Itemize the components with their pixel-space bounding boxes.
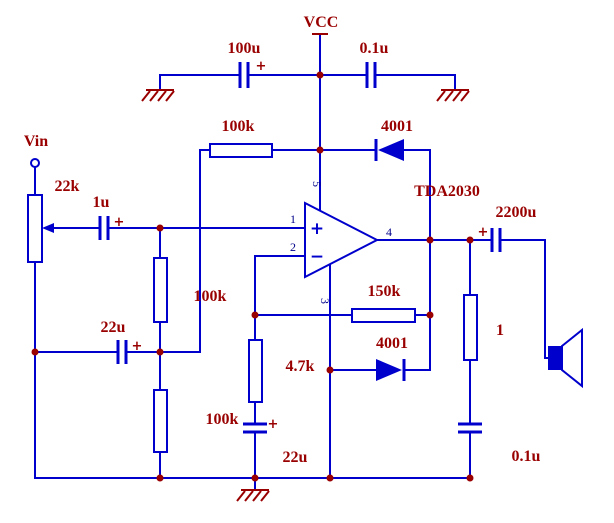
wire-network <box>34 33 549 491</box>
label-4001-top: 4001 <box>381 118 413 135</box>
opamp-minus-sign: − <box>310 247 324 267</box>
polarity-plus-2200u: + <box>478 225 489 240</box>
ic-label: TDA2030 <box>414 183 480 200</box>
capacitor-0.1u-zobel <box>458 422 482 434</box>
label-0.1u-top: 0.1u <box>360 40 389 57</box>
polarity-plus-22u-left: + <box>132 339 143 354</box>
resistor-100k-top <box>209 143 273 158</box>
label-0.1u-zobel: 0.1u <box>512 448 541 465</box>
label-4.7k: 4.7k <box>286 358 315 375</box>
junction-dots <box>31 71 474 482</box>
capacitor-100u <box>238 62 250 88</box>
resistor-100k-mid <box>153 257 168 323</box>
label-1ohm: 1 <box>496 322 504 339</box>
potentiometer-22k <box>27 194 54 263</box>
vin-terminal <box>30 158 40 168</box>
opamp-plus-sign: + <box>310 219 324 239</box>
label-22k: 22k <box>55 178 80 195</box>
resistor-1ohm <box>463 294 478 361</box>
pin-1-label: 1 <box>290 212 296 226</box>
capacitor-1u <box>98 216 110 240</box>
vin-label: Vin <box>24 133 48 150</box>
resistor-150k <box>351 308 416 323</box>
capacitor-22u-left <box>116 340 128 364</box>
pin-4-label: 4 <box>386 225 392 239</box>
polarity-plus-100u: + <box>256 59 267 74</box>
polarity-plus-22u-bottom: + <box>268 417 279 432</box>
pin-5-label: 5 <box>310 181 324 187</box>
speaker-icon <box>548 327 583 389</box>
ground-icon <box>436 89 470 102</box>
pin-2-label: 2 <box>290 240 296 254</box>
label-100k-mid: 100k <box>194 288 227 305</box>
ground-icon <box>141 89 175 102</box>
opamp-triangle <box>304 201 380 279</box>
diode-4001-top <box>374 139 404 161</box>
label-100k-bottom: 100k <box>206 411 239 428</box>
capacitor-22u-bottom <box>243 422 267 434</box>
label-2200u: 2200u <box>496 204 537 221</box>
resistor-100k-bottom <box>153 389 168 453</box>
pin-3-label: 3 <box>318 298 332 304</box>
label-100u: 100u <box>228 40 261 57</box>
vcc-label: VCC <box>304 14 339 31</box>
polarity-plus-1u: + <box>114 215 125 230</box>
resistor-4point7k <box>248 339 263 403</box>
label-22u-left: 22u <box>101 319 126 336</box>
ground-icon <box>236 489 270 502</box>
capacitor-0.1u-top <box>365 62 377 88</box>
label-150k: 150k <box>368 283 401 300</box>
diode-4001-bottom <box>376 359 406 381</box>
capacitor-2200u <box>490 228 502 252</box>
label-1u: 1u <box>93 194 110 211</box>
label-100k-top: 100k <box>222 118 255 135</box>
label-22u-bottom: 22u <box>283 449 308 466</box>
label-4001-bottom: 4001 <box>376 335 408 352</box>
